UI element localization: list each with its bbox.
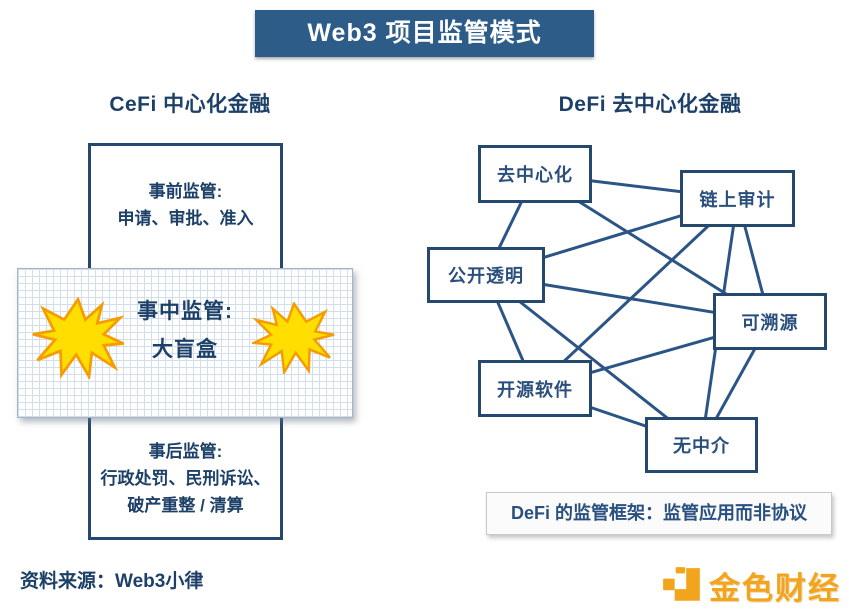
burst-explosion-icon [32, 297, 124, 379]
node-label: 可溯源 [741, 312, 799, 333]
node-onchain-audit: 链上审计 [680, 170, 795, 227]
jinse-finance-logo: 金色财经 [661, 563, 846, 607]
jinse-finance-logo-text: 金色财经 [709, 571, 841, 606]
pre-regulation-detail: 申请、审批、准入 [117, 209, 254, 228]
post-regulation-detail2: 破产重整 / 清算 [127, 496, 244, 515]
pre-regulation-title: 事前监管: [148, 182, 223, 201]
post-regulation-title: 事后监管: [148, 442, 223, 461]
source-note: 资料来源：Web3小律 [20, 571, 204, 592]
defi-heading: DeFi 去中心化金融 [558, 93, 742, 116]
node-opensource: 开源软件 [478, 360, 592, 417]
node-no-intermediary: 无中介 [645, 417, 758, 473]
in-process-regulation-text: 事中监管: 大盲盒 [18, 293, 352, 369]
jinse-finance-logo-icon [663, 567, 700, 601]
node-label: 无中介 [673, 436, 730, 456]
node-decentralization: 去中心化 [478, 145, 592, 203]
network-edge-line [485, 273, 703, 447]
post-regulation-text: 事后监管: 行政处罚、民刑诉讼、 破产重整 / 清算 [91, 438, 280, 519]
cefi-heading: CeFi 中心化金融 [109, 93, 271, 116]
in-process-blindbox-panel: 事中监管: 大盲盒 [17, 268, 353, 418]
burst-explosion-icon [252, 302, 335, 374]
node-traceability: 可溯源 [713, 293, 827, 350]
post-regulation-detail1: 行政处罚、民刑诉讼、 [100, 469, 271, 488]
in-process-regulation-title: 事中监管: [137, 300, 233, 323]
node-label: 去中心化 [497, 165, 573, 185]
node-label: 公开透明 [448, 266, 524, 286]
node-label: 链上审计 [699, 189, 776, 210]
network-edge-line [533, 197, 739, 390]
pre-regulation-text: 事前监管: 申请、审批、准入 [91, 178, 280, 232]
page-title: Web3 项目监管模式 [255, 10, 594, 57]
defi-framework-note: DeFi 的监管框架：监管应用而非协议 [486, 492, 832, 535]
node-label: 开源软件 [497, 379, 573, 400]
node-transparency: 公开透明 [427, 247, 545, 303]
in-process-regulation-detail: 大盲盒 [152, 338, 218, 361]
